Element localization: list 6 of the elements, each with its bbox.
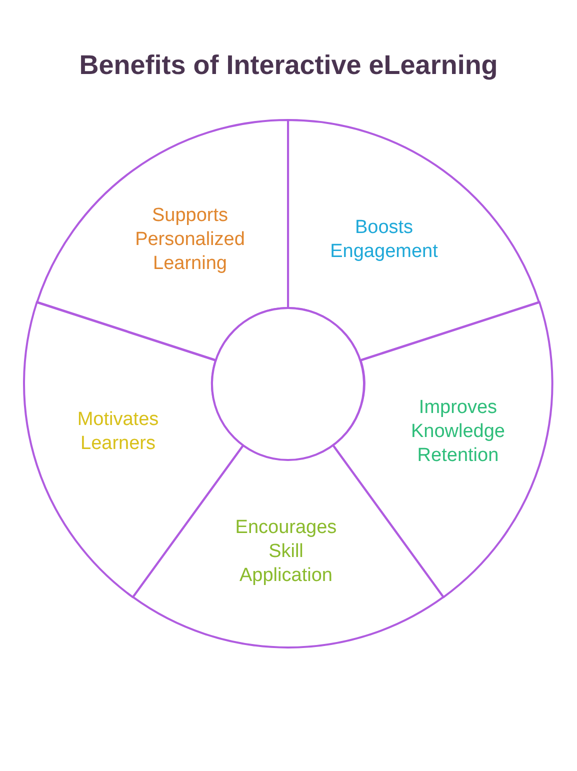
segment-label: Boosts Engagement: [330, 216, 438, 264]
title: Benefits of Interactive eLearning: [79, 49, 498, 82]
segment-label: Supports Personalized Learning: [135, 204, 245, 276]
segment-label: Motivates Learners: [77, 408, 159, 456]
segment-label: Improves Knowledge Retention: [410, 396, 505, 468]
segment-label: Encourages Skill Application: [235, 516, 337, 588]
